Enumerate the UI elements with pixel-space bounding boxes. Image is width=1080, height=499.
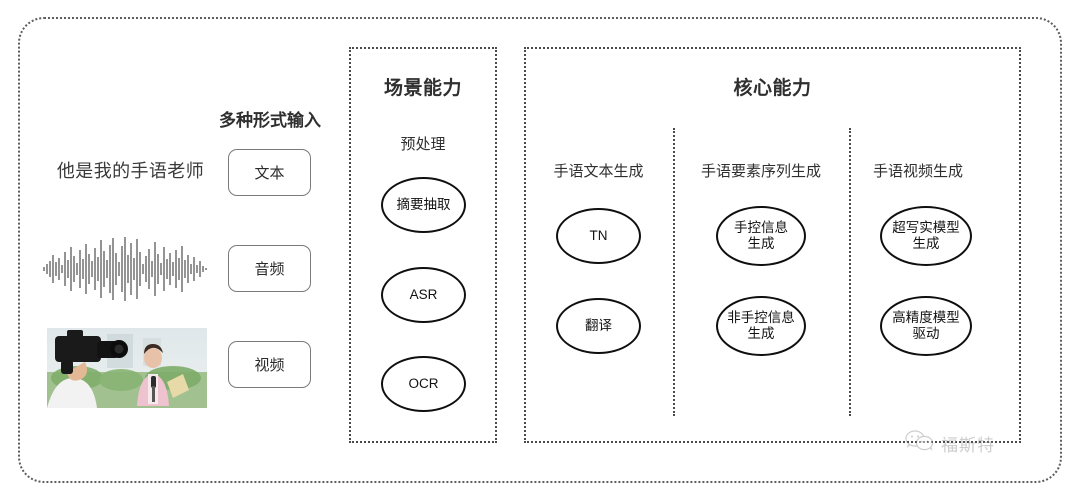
video-thumbnail [47,328,207,408]
audio-waveform-icon [42,234,212,304]
scene-node-ocr[interactable]: OCR [381,356,466,412]
scene-capability-title: 场景能力 [383,78,462,99]
scene-node-summary-extraction[interactable]: 摘要抽取 [381,177,466,233]
scene-column-header-preprocess: 预处理 [400,136,446,153]
input-chip-audio[interactable]: 音频 [228,245,311,292]
core-node-translation[interactable]: 翻译 [556,298,641,354]
wechat-icon [905,430,935,457]
core-node-manual-info-generation[interactable]: 手控信息 生成 [716,206,806,266]
core-node-high-precision-model-drive[interactable]: 高精度模型 驱动 [880,296,972,356]
sample-text-label: 他是我的手语老师 [56,161,205,181]
input-chip-text[interactable]: 文本 [228,149,311,196]
core-column-divider-1 [673,128,675,416]
core-node-hyperrealistic-model-generation[interactable]: 超写实模型 生成 [880,206,972,266]
core-column-divider-2 [849,128,851,416]
core-node-non-manual-info-generation[interactable]: 非手控信息 生成 [716,296,806,356]
watermark: 福斯特 [905,430,995,457]
core-capability-panel: 核心能力 [524,47,1021,443]
core-column-header-text-generation: 手语文本生成 [553,163,644,180]
scene-capability-panel: 场景能力 [349,47,497,443]
core-column-header-element-sequence: 手语要素序列生成 [700,163,821,180]
core-node-tn[interactable]: TN [556,208,641,264]
watermark-label: 福斯特 [941,436,995,455]
core-capability-title: 核心能力 [733,78,812,99]
input-chip-video[interactable]: 视频 [228,341,311,388]
scene-node-asr[interactable]: ASR [381,267,466,323]
core-column-header-video-generation: 手语视频生成 [873,163,964,180]
input-section-header: 多种形式输入 [219,111,321,130]
outer-frame [18,17,1062,483]
